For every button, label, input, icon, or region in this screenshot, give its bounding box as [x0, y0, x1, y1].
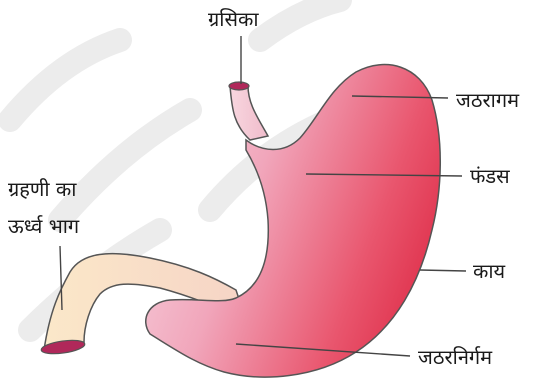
label-esophagus: ग्रसिका [208, 6, 259, 32]
label-duodenum-line2: ऊर्ध्व भाग [8, 213, 79, 239]
esophagus-opening [229, 82, 249, 90]
label-cardiac: जठरागम [456, 87, 519, 113]
label-pyloric: जठरनिर्गम [418, 344, 492, 370]
esophagus-part [230, 86, 268, 140]
stomach-body [146, 65, 441, 377]
label-fundus: फंडस [470, 163, 510, 189]
label-duodenum-line1: ग्रहणी का [8, 176, 76, 202]
label-body: काय [473, 258, 505, 284]
leader-body [420, 270, 466, 271]
